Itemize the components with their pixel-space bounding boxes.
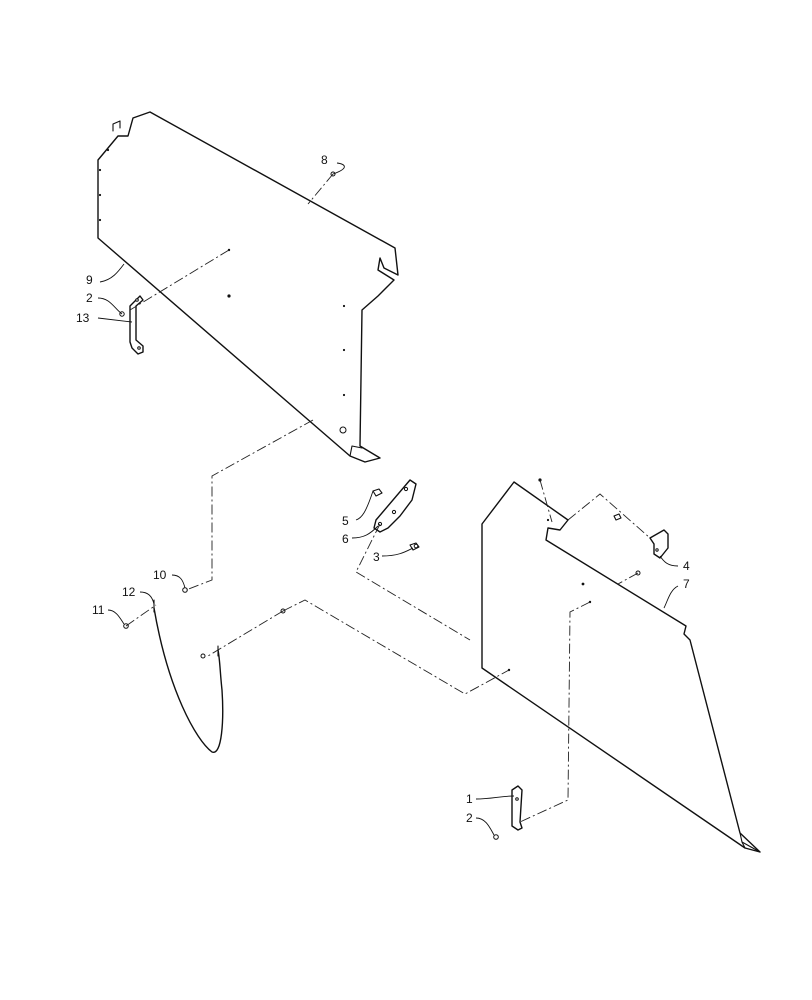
callout-4: 4 xyxy=(683,559,690,573)
callout-2a: 2 xyxy=(86,291,93,305)
assembly-centerlines xyxy=(125,173,651,823)
callout-6: 6 xyxy=(342,532,349,546)
lower-shield-panel xyxy=(481,478,761,853)
angle-bracket xyxy=(613,513,669,559)
callout-8: 8 xyxy=(321,153,328,167)
bracket-plate xyxy=(372,479,420,551)
callout-5: 5 xyxy=(342,514,349,528)
hardware xyxy=(119,171,641,840)
cable-loop xyxy=(153,599,224,753)
callout-1: 1 xyxy=(466,792,473,806)
leader-lines xyxy=(97,162,679,836)
callout-12: 12 xyxy=(122,585,136,599)
lower-bracket xyxy=(511,785,523,831)
upper-shield-panel xyxy=(97,111,399,463)
callout-3: 3 xyxy=(373,550,380,564)
callout-13: 13 xyxy=(76,311,90,325)
callout-10: 10 xyxy=(153,568,167,582)
callout-labels: 8 9 2 13 5 6 3 4 7 10 12 11 1 2 xyxy=(76,153,690,825)
callout-2b: 2 xyxy=(466,811,473,825)
callout-9: 9 xyxy=(86,273,93,287)
callout-7: 7 xyxy=(683,577,690,591)
handle-strap xyxy=(129,295,144,355)
callout-11: 11 xyxy=(92,603,105,617)
